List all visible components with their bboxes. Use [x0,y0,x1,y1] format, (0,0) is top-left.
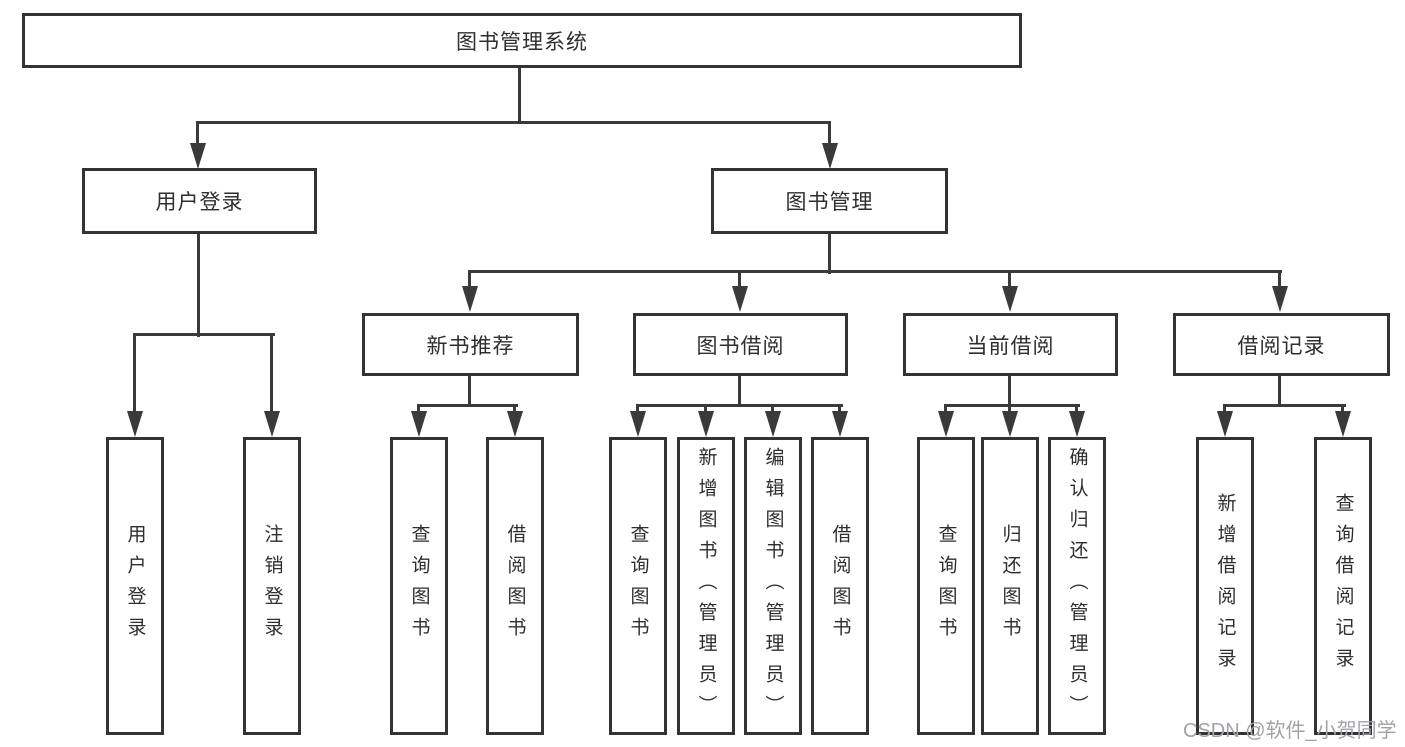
edge-drop-level3 [468,270,471,288]
leaf-confirm-return-admin-label: 确认归还（管理员） [1066,446,1088,726]
node-user-login-label: 用户登录 [155,191,244,214]
node-current-borrow-label: 当前借阅 [966,334,1055,358]
leaf-borrow-book-2-label: 借阅图书 [829,524,851,648]
edge-drop-leaf [704,404,707,414]
edge-user-login-bus [133,333,275,336]
arrow-down-icon [1217,411,1233,437]
edge-current-borrow-stem [1008,376,1011,407]
edge-drop-book-management [828,121,831,146]
node-book-borrow-label: 图书借阅 [696,334,785,358]
node-current-borrow: 当前借阅 [903,313,1118,376]
node-new-book-recommend: 新书推荐 [362,313,579,376]
arrow-down-icon [832,411,848,437]
leaf-query-book-3-label: 查询图书 [935,524,957,648]
leaf-logout: 注销登录 [243,437,301,735]
leaf-return-book: 归还图书 [981,437,1039,735]
edge-borrow-records-bus [1223,404,1346,407]
arrow-down-icon [1335,411,1351,437]
edge-drop-leaf [1008,404,1011,414]
edge-drop-leaf [417,404,420,414]
arrow-down-icon [698,411,714,437]
leaf-query-book-1: 查询图书 [390,437,448,735]
edge-drop-leaf [636,404,639,414]
node-root: 图书管理系统 [22,13,1022,68]
leaf-borrow-book-2: 借阅图书 [811,437,869,735]
arrow-down-icon [765,411,781,437]
edge-book-management-bus [468,270,1282,273]
leaf-query-book-2-label: 查询图书 [627,524,649,648]
edge-drop-leaf [133,333,136,413]
node-borrow-records: 借阅记录 [1173,313,1390,376]
edge-new-book-stem [468,376,471,407]
edge-root-bus [196,121,831,124]
leaf-borrow-book-1-label: 借阅图书 [504,524,526,648]
leaf-return-book-label: 归还图书 [999,524,1021,648]
edge-root-stem [518,68,521,124]
edge-drop-leaf [513,404,516,414]
edge-book-management-stem [828,234,831,274]
arrow-down-icon [1002,411,1018,437]
leaf-logout-label: 注销登录 [261,524,283,648]
node-root-label: 图书管理系统 [456,30,588,54]
node-user-login: 用户登录 [82,168,317,234]
leaf-query-book-3: 查询图书 [917,437,975,735]
arrow-down-icon [264,411,280,437]
edge-drop-level3 [1008,270,1011,288]
edge-borrow-records-stem [1278,376,1281,407]
edge-drop-leaf [944,404,947,414]
edge-drop-leaf [270,333,273,413]
leaf-borrow-book-1: 借阅图书 [486,437,544,735]
leaf-edit-book-admin: 编辑图书（管理员） [744,437,802,735]
arrow-down-icon [732,286,748,312]
arrow-down-icon [507,411,523,437]
leaf-add-borrow-record-label: 新增借阅记录 [1214,493,1236,679]
leaf-query-book-2: 查询图书 [609,437,667,735]
arrow-down-icon [462,286,478,312]
edge-drop-level3 [738,270,741,288]
node-borrow-records-label: 借阅记录 [1237,334,1326,358]
node-book-management: 图书管理 [711,168,948,234]
leaf-confirm-return-admin: 确认归还（管理员） [1048,437,1106,735]
leaf-add-borrow-record: 新增借阅记录 [1196,437,1254,735]
leaf-add-book-admin: 新增图书（管理员） [677,437,735,735]
leaf-query-borrow-record-label: 查询借阅记录 [1332,493,1354,679]
edge-drop-user-login [196,121,199,146]
edge-drop-level3 [1278,270,1281,288]
node-book-borrow: 图书借阅 [633,313,848,376]
edge-drop-leaf [1223,404,1226,414]
node-new-book-recommend-label: 新书推荐 [426,334,515,358]
arrow-down-icon [938,411,954,437]
arrow-down-icon [1272,286,1288,312]
arrow-down-icon [1002,286,1018,312]
arrow-down-icon [822,143,838,169]
leaf-add-book-admin-label: 新增图书（管理员） [695,446,717,726]
arrow-down-icon [630,411,646,437]
edge-user-login-stem [197,234,200,337]
edge-drop-leaf [838,404,841,414]
leaf-edit-book-admin-label: 编辑图书（管理员） [762,446,784,726]
arrow-down-icon [190,143,206,169]
edge-book-borrow-stem [738,376,741,407]
node-book-management-label: 图书管理 [785,191,874,214]
leaf-query-borrow-record: 查询借阅记录 [1314,437,1372,735]
arrow-down-icon [411,411,427,437]
edge-book-borrow-bus [636,404,843,407]
csdn-watermark: CSDN @软件_小贺同学 [1183,720,1397,742]
edge-new-book-bus [417,404,518,407]
leaf-user-login-label: 用户登录 [124,524,146,648]
leaf-query-book-1-label: 查询图书 [408,524,430,648]
arrow-down-icon [127,411,143,437]
edge-drop-leaf [771,404,774,414]
arrow-down-icon [1069,411,1085,437]
edge-drop-leaf [1075,404,1078,414]
leaf-user-login: 用户登录 [106,437,164,735]
edge-drop-leaf [1341,404,1344,414]
edge-current-borrow-bus [944,404,1080,407]
